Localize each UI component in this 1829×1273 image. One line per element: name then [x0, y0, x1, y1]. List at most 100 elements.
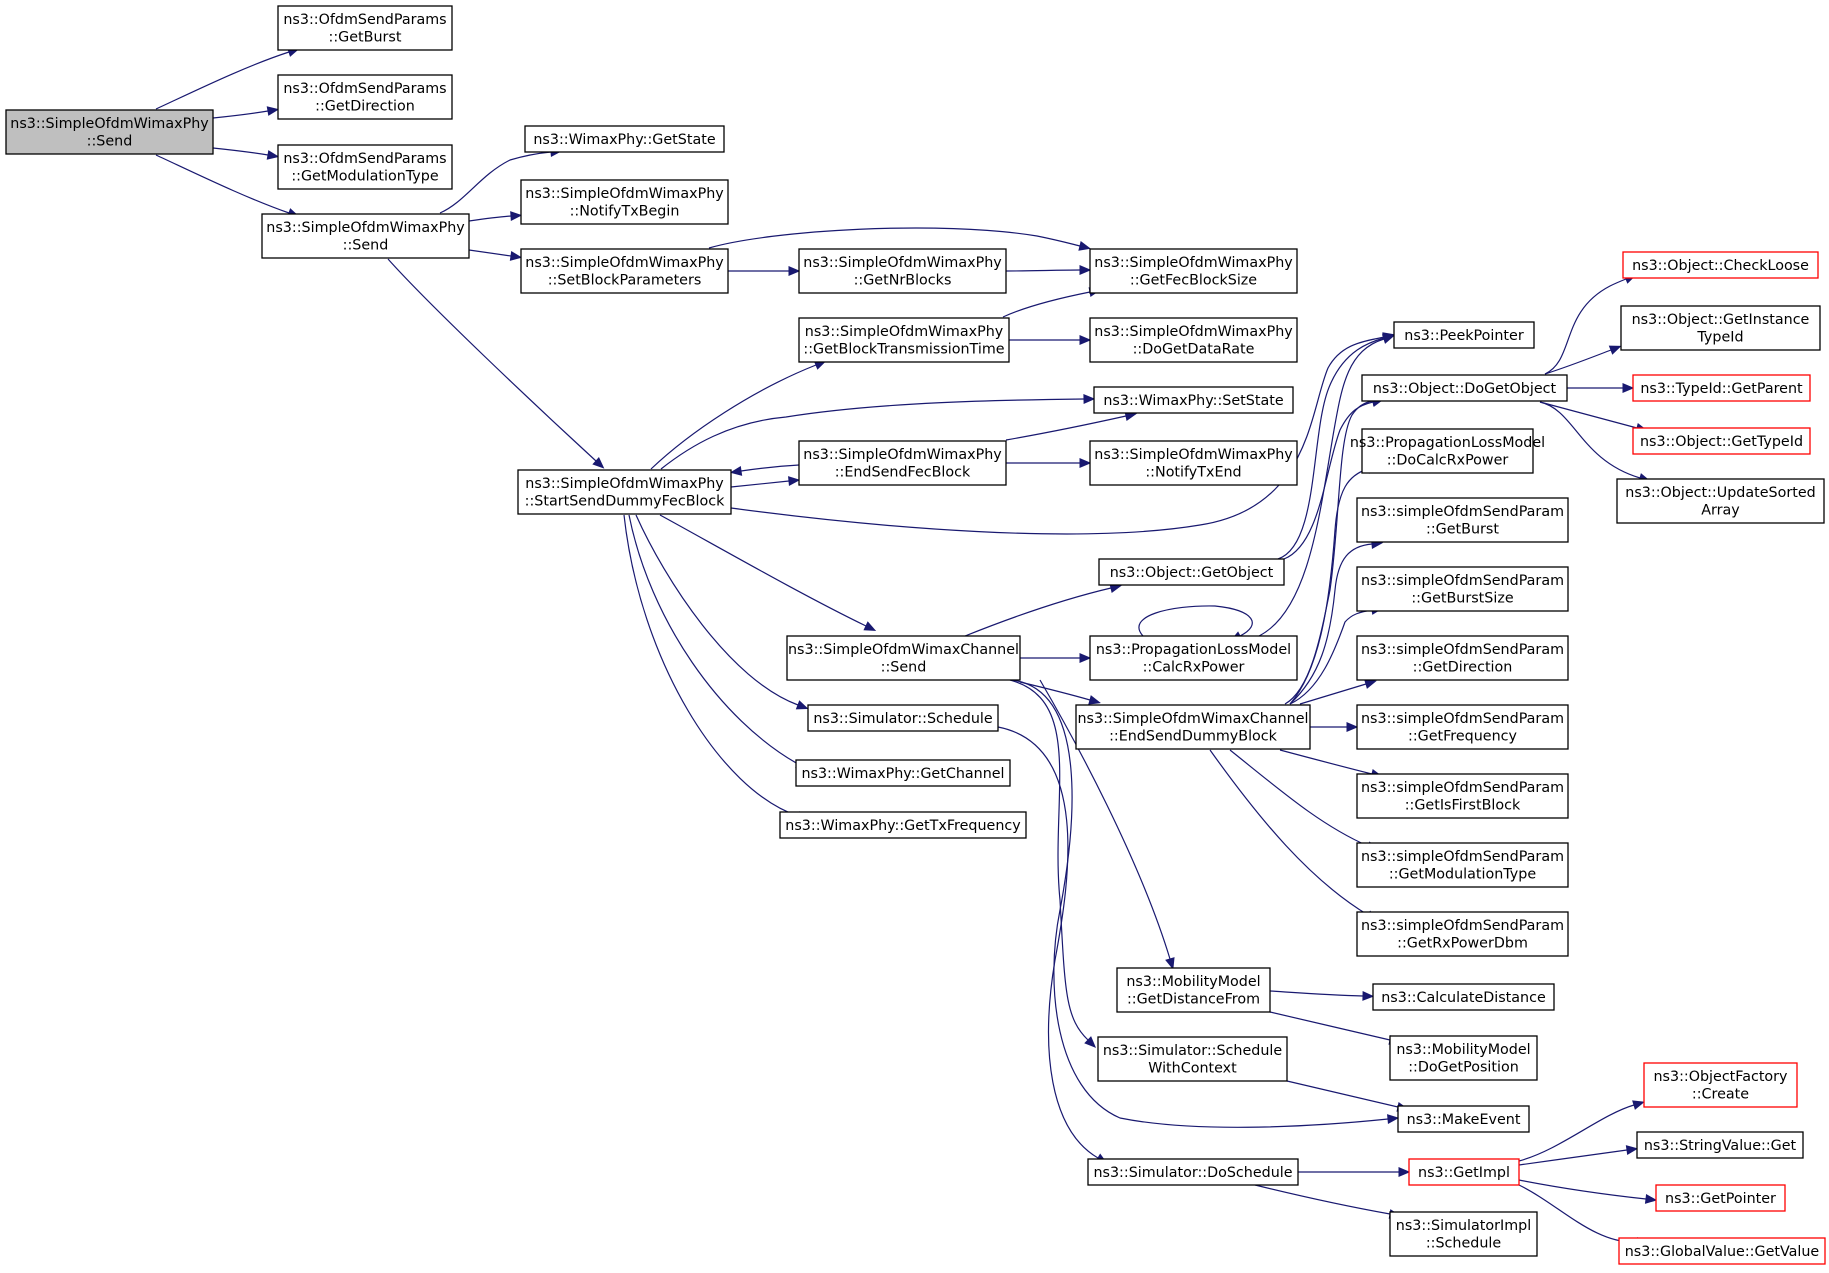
- edge-arrowhead: [1078, 241, 1091, 251]
- function-node-get-impl[interactable]: ns3::GetImpl: [1408, 1158, 1520, 1186]
- edge-line: [1005, 415, 1127, 441]
- edge-arrowhead: [1364, 679, 1377, 689]
- function-node-mob-getdistance[interactable]: ns3::MobilityModel::GetDistanceFrom: [1116, 967, 1271, 1013]
- call-edge: [468, 211, 523, 222]
- node-label: ns3::SimpleOfdmWimaxPhy: [1094, 324, 1293, 340]
- edge-line: [1019, 681, 1091, 701]
- call-edge: [1006, 458, 1092, 468]
- edge-line: [628, 514, 799, 765]
- function-node-get-nr-blocks[interactable]: ns3::SimpleOfdmWimaxPhy::GetNrBlocks: [798, 248, 1007, 294]
- node-box: [1089, 248, 1298, 294]
- function-node-prop-docalc[interactable]: ns3::PropagationLossModel::DoCalcRxPower: [1350, 428, 1545, 474]
- call-edge: [635, 514, 809, 710]
- function-node-get-fec-block-size[interactable]: ns3::SimpleOfdmWimaxPhy::GetFecBlockSize: [1089, 248, 1298, 294]
- edge-line: [1279, 749, 1373, 775]
- function-node-ofdm-getmodtype[interactable]: ns3::OfdmSendParams::GetModulationType: [277, 144, 453, 190]
- function-node-start-send-dummy[interactable]: ns3::SimpleOfdmWimaxPhy::StartSendDummyF…: [517, 469, 732, 515]
- call-edge: [212, 147, 280, 160]
- function-node-sim-doschedule[interactable]: ns3::Simulator::DoSchedule: [1087, 1158, 1299, 1186]
- function-node-simimpl-schedule[interactable]: ns3::SimulatorImpl::Schedule: [1389, 1211, 1538, 1257]
- function-node-obj-gettypeid[interactable]: ns3::Object::GetTypeId: [1632, 427, 1811, 455]
- edge-arrowhead: [1381, 334, 1395, 344]
- node-label: ns3::SimpleOfdmWimaxChannel: [788, 642, 1019, 658]
- function-node-wimax-getchannel[interactable]: ns3::WimaxPhy::GetChannel: [795, 759, 1011, 787]
- node-label: Array: [1701, 503, 1740, 519]
- function-node-sp-getrxpowerdbm[interactable]: ns3::simpleOfdmSendParam::GetRxPowerDbm: [1356, 911, 1569, 957]
- node-label: ::Send: [87, 134, 133, 150]
- call-edge: [730, 476, 801, 488]
- call-edge: [1005, 411, 1138, 441]
- node-label: ns3::SimpleOfdmWimaxPhy: [805, 324, 1004, 340]
- function-node-set-block-params[interactable]: ns3::SimpleOfdmWimaxPhy::SetBlockParamet…: [520, 248, 729, 294]
- function-node-peek-pointer[interactable]: ns3::PeekPointer: [1393, 321, 1535, 349]
- call-edge: [729, 464, 800, 476]
- function-node-phy-send[interactable]: ns3::SimpleOfdmWimaxPhy::Send: [261, 213, 470, 259]
- function-node-calc-distance[interactable]: ns3::CalculateDistance: [1372, 983, 1555, 1011]
- node-box: [1116, 967, 1271, 1013]
- node-label: ns3::SimpleOfdmWimaxPhy: [525, 186, 724, 202]
- call-edge: [1518, 1179, 1658, 1204]
- node-label: ns3::PeekPointer: [1404, 328, 1524, 344]
- function-node-end-send-fec[interactable]: ns3::SimpleOfdmWimaxPhy::EndSendFecBlock: [798, 440, 1007, 486]
- function-node-make-event[interactable]: ns3::MakeEvent: [1397, 1105, 1530, 1133]
- function-node-wimax-gettxfreq[interactable]: ns3::WimaxPhy::GetTxFrequency: [779, 811, 1027, 839]
- function-node-wimax-setstate[interactable]: ns3::WimaxPhy::SetState: [1093, 386, 1294, 414]
- edge-arrowhead: [1083, 394, 1096, 404]
- function-node-chan-end-dummy[interactable]: ns3::SimpleOfdmWimaxChannel::EndSendDumm…: [1075, 704, 1311, 750]
- function-node-wimax-getstate[interactable]: ns3::WimaxPhy::GetState: [524, 125, 725, 153]
- node-label: ::GetDirection: [315, 99, 415, 115]
- function-node-prop-calc[interactable]: ns3::PropagationLossModel::CalcRxPower: [1089, 635, 1298, 681]
- function-node-sp-getburstsize[interactable]: ns3::simpleOfdmSendParam::GetBurstSize: [1356, 566, 1569, 612]
- function-node-chan-send[interactable]: ns3::SimpleOfdmWimaxChannel::Send: [786, 635, 1021, 681]
- call-edge: [1258, 334, 1395, 637]
- node-label: ns3::simpleOfdmSendParam: [1361, 780, 1564, 796]
- function-node-sim-schedule[interactable]: ns3::Simulator::Schedule: [807, 704, 999, 732]
- node-box: [1655, 1184, 1786, 1212]
- function-node-sp-getburst[interactable]: ns3::simpleOfdmSendParam::GetBurst: [1356, 497, 1569, 543]
- function-node-stringvalue-get[interactable]: ns3::StringValue::Get: [1636, 1131, 1804, 1159]
- node-label: ns3::SimulatorImpl: [1396, 1218, 1531, 1234]
- function-node-sp-getisfirstblock[interactable]: ns3::simpleOfdmSendParam::GetIsFirstBloc…: [1356, 773, 1569, 819]
- function-node-sp-getdirection[interactable]: ns3::simpleOfdmSendParam::GetDirection: [1356, 635, 1569, 681]
- function-node-mob-dogetposition[interactable]: ns3::MobilityModel::DoGetPosition: [1389, 1035, 1538, 1081]
- node-label: ns3::OfdmSendParams: [283, 81, 446, 97]
- function-node-ofdm-getdirection[interactable]: ns3::OfdmSendParams::GetDirection: [277, 74, 453, 120]
- function-node-get-block-tx-time[interactable]: ns3::SimpleOfdmWimaxPhy::GetBlockTransmi…: [798, 317, 1010, 363]
- call-edge: [1009, 679, 1097, 1048]
- edge-arrowhead: [863, 621, 877, 631]
- node-box: [5, 109, 214, 155]
- function-node-do-get-data-rate[interactable]: ns3::SimpleOfdmWimaxPhy::DoGetDataRate: [1089, 317, 1298, 363]
- function-node-obj-checkloose[interactable]: ns3::Object::CheckLoose: [1622, 251, 1819, 279]
- function-node-root[interactable]: ns3::SimpleOfdmWimaxPhy::Send: [5, 109, 214, 155]
- function-node-notify-txend[interactable]: ns3::SimpleOfdmWimaxPhy::NotifyTxEnd: [1089, 440, 1298, 486]
- function-node-globalvalue-getvalue[interactable]: ns3::GlobalValue::GetValue: [1618, 1237, 1826, 1265]
- function-node-obj-getobject[interactable]: ns3::Object::GetObject: [1098, 558, 1285, 586]
- node-box: [786, 635, 1021, 681]
- node-box: [261, 213, 470, 259]
- function-node-get-pointer[interactable]: ns3::GetPointer: [1655, 1184, 1786, 1212]
- function-node-notify-txbegin[interactable]: ns3::SimpleOfdmWimaxPhy::NotifyTxBegin: [520, 179, 729, 225]
- node-label: WithContext: [1148, 1061, 1237, 1077]
- function-node-sp-getmodtype[interactable]: ns3::simpleOfdmSendParam::GetModulationT…: [1356, 842, 1569, 888]
- call-edge: [727, 266, 801, 276]
- node-label: ns3::SimpleOfdmWimaxPhy: [1094, 255, 1293, 271]
- node-box: [1408, 1158, 1520, 1186]
- edge-line: [1289, 609, 1373, 705]
- function-node-typeid-getparent[interactable]: ns3::TypeId::GetParent: [1632, 374, 1811, 402]
- function-node-objfactory-create[interactable]: ns3::ObjectFactory::Create: [1643, 1062, 1798, 1108]
- call-edge: [1566, 383, 1635, 393]
- node-box: [1616, 478, 1825, 524]
- node-box: [795, 759, 1011, 787]
- function-node-sp-getfrequency[interactable]: ns3::simpleOfdmSendParam::GetFrequency: [1356, 704, 1569, 750]
- edge-line: [1138, 605, 1253, 637]
- node-box: [1097, 1036, 1288, 1082]
- node-label: ::GetFecBlockSize: [1130, 273, 1257, 289]
- edge-line: [997, 726, 1099, 1159]
- function-node-ofdm-getburst[interactable]: ns3::OfdmSendParams::GetBurst: [277, 5, 453, 51]
- node-label: ::GetIsFirstBlock: [1405, 798, 1521, 814]
- function-node-obj-dogetobject[interactable]: ns3::Object::DoGetObject: [1361, 374, 1568, 402]
- call-edge: [964, 583, 1122, 637]
